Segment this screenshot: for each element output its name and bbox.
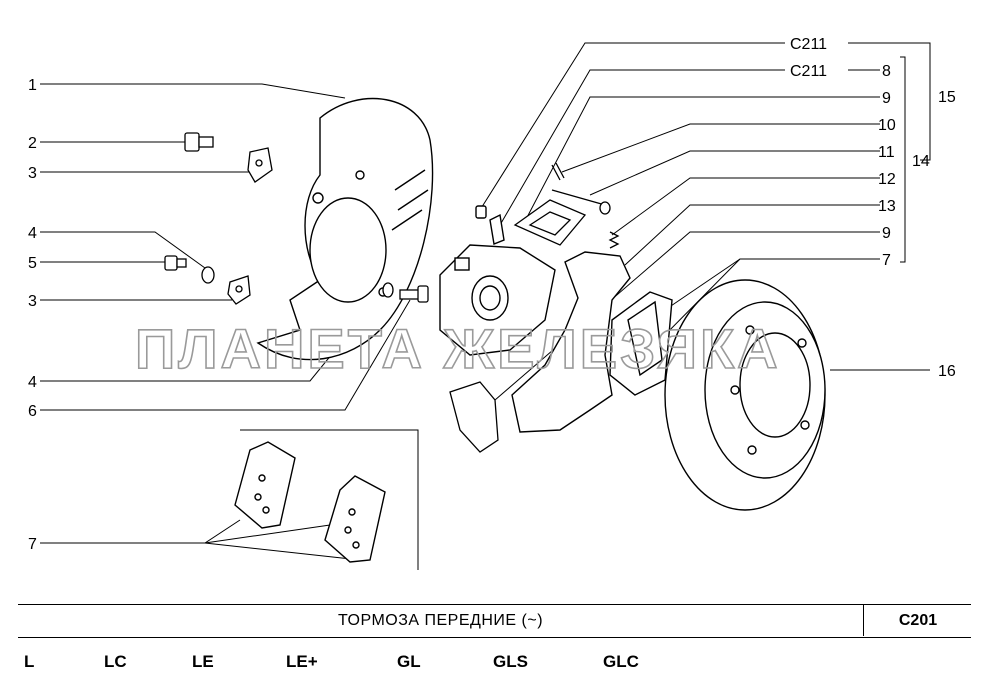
diagram-code: C201 (898, 612, 938, 629)
variant-le: LE (192, 652, 214, 671)
caliper-body (439, 205, 556, 356)
callout-7a: 7 (28, 536, 37, 553)
leader-lines (40, 42, 931, 570)
callout-9a: 9 (882, 90, 891, 107)
callout-14: 14 (912, 153, 930, 170)
spring-part-12 (608, 231, 620, 249)
bolt-part-2 (184, 132, 214, 152)
title-bar: ТОРМОЗА ПЕРЕДНИЕ (~) C201 (18, 604, 971, 638)
callout-6: 6 (28, 403, 37, 420)
brake-pads-part-7b (609, 291, 673, 396)
callout-13: 13 (878, 198, 896, 215)
variant-gls: GLS (493, 652, 528, 671)
callout-11: 11 (878, 144, 895, 161)
variant-le-plus: LE+ (286, 652, 318, 671)
callout-c211b: C211 (790, 63, 827, 80)
variant-lc: LC (104, 652, 127, 671)
washer-part-4a (201, 266, 215, 284)
bracket-part-9b (449, 381, 499, 453)
bolt-part-6 (399, 285, 429, 303)
pin-part-10 (551, 162, 565, 181)
callout-7b: 7 (882, 252, 891, 269)
callout-5: 5 (28, 255, 37, 272)
bracket-part-9a (513, 199, 587, 246)
callout-9b: 9 (882, 225, 891, 242)
callout-15: 15 (938, 89, 956, 106)
bolt-part-5 (164, 255, 187, 271)
callout-8: 8 (882, 63, 891, 80)
variant-gl: GL (397, 652, 421, 671)
variant-l: L (24, 652, 35, 671)
carrier-part-13 (511, 251, 631, 433)
guide-rod-part-11 (551, 189, 611, 215)
washer-part-4b (382, 282, 394, 298)
callout-3b: 3 (28, 293, 37, 310)
variant-glc: GLC (603, 652, 639, 671)
diagram-title: ТОРМОЗА ПЕРЕДНИЕ (~) (337, 612, 544, 629)
callout-10: 10 (878, 117, 896, 134)
callout-4b: 4 (28, 374, 37, 391)
callout-16: 16 (938, 363, 956, 380)
callout-labels: 1 2 3 4 5 3 4 6 7 C211 C211 8 9 10 11 12… (28, 36, 956, 553)
watermark-text: ПЛАНЕТА ЖЕЛЕЗЯКА (135, 317, 781, 380)
callout-c211a: C211 (790, 36, 827, 53)
brake-pads-part-7a (234, 441, 386, 563)
callout-2: 2 (28, 135, 37, 152)
callout-12: 12 (878, 171, 896, 188)
callout-1: 1 (28, 77, 37, 94)
callout-3a: 3 (28, 165, 37, 182)
variant-list: L LC LE LE+ GL GLS GLC (0, 652, 991, 680)
title-bar-divider (863, 605, 864, 636)
lock-plate-part-3a (247, 147, 273, 183)
callout-4a: 4 (28, 225, 37, 242)
brake-disc-part-16 (664, 279, 826, 511)
lock-plate-part-3b (227, 275, 251, 305)
